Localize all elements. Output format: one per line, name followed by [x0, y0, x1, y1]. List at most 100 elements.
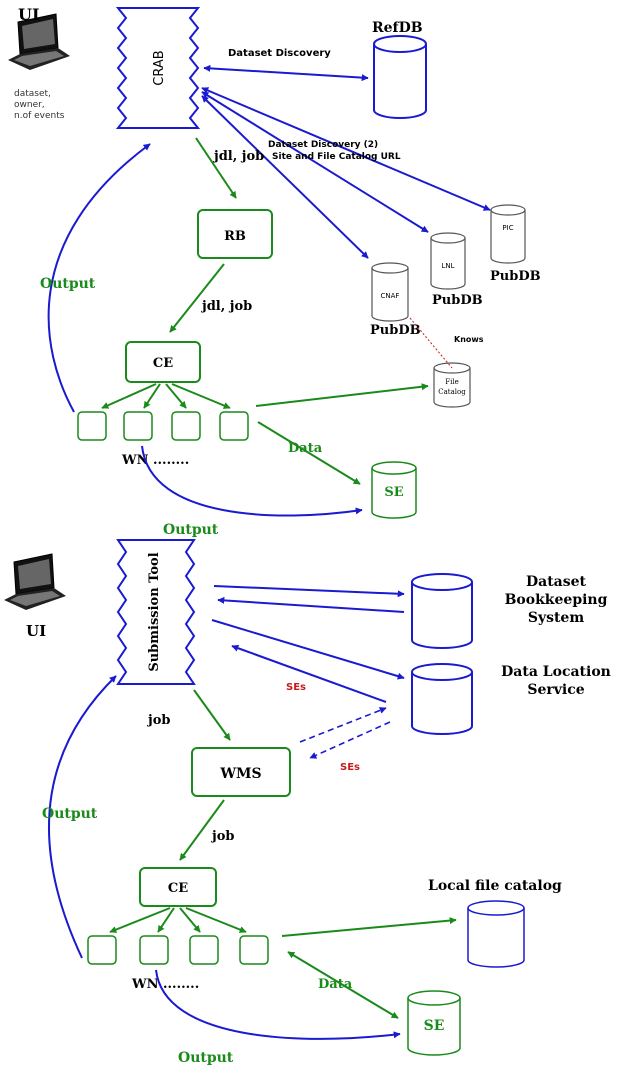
- tool-to-dls-arrow: [211, 619, 405, 680]
- top-output-to-se-arrow: [141, 445, 363, 517]
- ui-info-line-1: dataset,: [14, 89, 51, 99]
- top-wn-box-1: [77, 411, 107, 441]
- top-output-arrow: [47, 143, 151, 413]
- wms-label: WMS: [219, 766, 261, 782]
- dataset-discovery-label: Dataset Discovery: [228, 48, 331, 59]
- dls-to-tool-arrow: [231, 644, 387, 703]
- crab-label: CRAB: [152, 50, 167, 85]
- dbs-to-tool-arrow: [217, 596, 405, 613]
- jdl-job-label-1: jdl, job: [213, 149, 264, 164]
- top-wn-boxes: [77, 411, 249, 441]
- bottom-output-bottom-label: Output: [178, 1050, 234, 1066]
- bottom-ui-label: UI: [26, 622, 46, 640]
- file-catalog-label-1: File: [445, 378, 458, 386]
- top-wn-label: WN ........: [121, 453, 189, 468]
- bottom-se-cylinder: [407, 990, 461, 1056]
- knows-label: Knows: [454, 335, 484, 344]
- top-se-cylinder: [371, 461, 417, 519]
- dls-label-1: Data Location: [501, 664, 611, 680]
- discovery2-label-line1: Dataset Discovery (2): [268, 140, 378, 150]
- wn-to-local-catalog-arrow: [281, 917, 457, 937]
- local-catalog-cylinder: [467, 900, 525, 968]
- ui-info-line-2: owner,: [14, 100, 45, 110]
- discovery2-arrow-cnaf: [201, 95, 369, 259]
- bottom-wn-box-3: [189, 935, 219, 965]
- bottom-data-arrow: [287, 951, 399, 1019]
- job-label-1: job: [147, 713, 170, 728]
- pubdb-label-3: PubDB: [370, 323, 421, 338]
- top-diagram: UI dataset, owner, n.of events CRAB RefD…: [8, 5, 541, 538]
- tool-to-dbs-arrow: [213, 585, 405, 598]
- rb-box: [197, 209, 273, 259]
- wn-to-file-catalog-arrow: [255, 383, 429, 407]
- top-se-label: SE: [384, 485, 403, 500]
- local-catalog-label: Local file catalog: [428, 878, 562, 894]
- top-ce-wn-arrows: [101, 383, 231, 409]
- bottom-data-label: Data: [318, 977, 353, 992]
- wms-to-dls-arrow: [299, 707, 387, 743]
- ses-label-2: SEs: [340, 762, 360, 773]
- pubdb-lnl-cylinder: [430, 232, 466, 290]
- discovery2-label-line2: Site and File Catalog URL: [272, 152, 401, 162]
- top-ce-box: [125, 341, 201, 383]
- pubdb-pic-cylinder: [490, 204, 526, 264]
- jdl-job-arrow-2: [169, 263, 225, 333]
- pubdb-cnaf-label: CNAF: [381, 292, 400, 300]
- jdl-job-label-2: jdl, job: [201, 299, 252, 314]
- top-wn-box-4: [219, 411, 249, 441]
- ses-label-1: SEs: [286, 682, 306, 693]
- pubdb-label-2: PubDB: [432, 293, 483, 308]
- refdb-cylinder: [373, 35, 427, 119]
- bottom-output-arrow: [48, 675, 117, 959]
- top-wn-box-2: [123, 411, 153, 441]
- dataset-discovery-arrow: [203, 64, 369, 82]
- crab-box: [115, 7, 201, 129]
- bottom-ce-box: [139, 867, 217, 907]
- ui-info-line-3: n.of events: [14, 111, 65, 121]
- top-ce-label: CE: [153, 356, 173, 371]
- top-ui-label: UI: [18, 5, 39, 24]
- bottom-laptop-icon: [4, 553, 66, 610]
- top-output-bottom-label: Output: [163, 522, 219, 538]
- pubdb-pic-label: PIC: [502, 224, 513, 232]
- pubdb-cnaf-cylinder: [371, 262, 409, 322]
- top-output-label: Output: [40, 276, 96, 292]
- tool-to-wms-arrow: [193, 689, 231, 741]
- dbs-cylinder: [411, 573, 473, 649]
- dls-to-wms-arrow: [309, 721, 391, 759]
- submission-tool-box: [116, 539, 196, 685]
- bottom-se-label: SE: [424, 1018, 445, 1034]
- wms-to-ce-arrow: [179, 799, 225, 861]
- bottom-ce-wn-arrows: [109, 907, 247, 933]
- file-catalog-cylinder: [433, 362, 471, 408]
- dbs-label-3: System: [528, 610, 585, 626]
- pubdb-lnl-label: LNL: [441, 262, 454, 270]
- wms-box: [191, 747, 291, 797]
- bottom-wn-box-1: [87, 935, 117, 965]
- dbs-label-1: Dataset: [526, 574, 587, 590]
- dls-cylinder: [411, 663, 473, 735]
- laptop-icon: [8, 13, 70, 70]
- top-wn-box-3: [171, 411, 201, 441]
- bottom-diagram: UI Submission Tool Dataset Bookkeeping S…: [4, 539, 611, 1066]
- jdl-job-arrow-1: [195, 137, 237, 199]
- job-label-2: job: [211, 829, 234, 844]
- top-data-label: Data: [288, 441, 323, 456]
- bottom-wn-box-4: [239, 935, 269, 965]
- refdb-label: RefDB: [372, 20, 423, 36]
- dbs-label-2: Bookkeeping: [505, 592, 608, 608]
- bottom-ce-label: CE: [168, 881, 188, 896]
- pubdb-label-1: PubDB: [490, 269, 541, 284]
- bottom-output-label: Output: [42, 806, 98, 822]
- bottom-wn-label: WN ........: [131, 977, 199, 992]
- file-catalog-label-2: Catalog: [438, 388, 466, 396]
- knows-link: [409, 317, 453, 369]
- rb-label: RB: [224, 229, 246, 244]
- bottom-wn-box-2: [139, 935, 169, 965]
- bottom-output-to-se-arrow: [155, 969, 401, 1040]
- bottom-wn-boxes: [87, 935, 269, 965]
- dls-label-2: Service: [527, 682, 584, 698]
- top-data-arrow: [257, 421, 361, 485]
- submission-tool-label: Submission Tool: [147, 552, 162, 671]
